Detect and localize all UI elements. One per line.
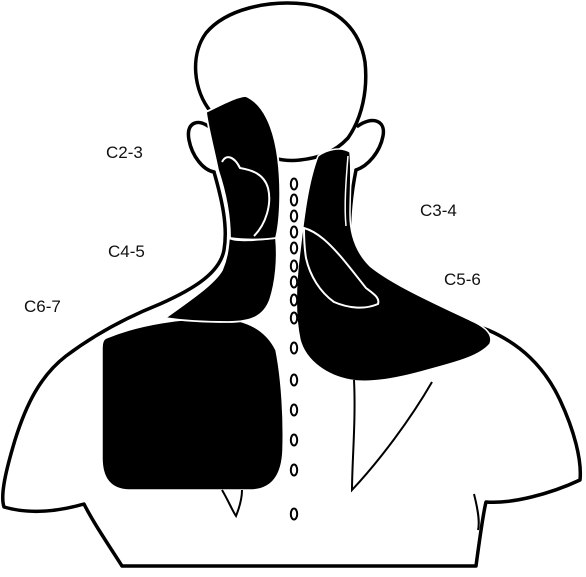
spinous-process: [291, 295, 297, 306]
spinous-process: [291, 227, 297, 238]
spine-column: [291, 179, 297, 520]
label-c3-4: C3-4: [420, 202, 457, 219]
label-c2-3: C2-3: [106, 144, 143, 161]
c6-7-region: [102, 318, 283, 490]
label-c5-6: C5-6: [444, 271, 481, 288]
label-c4-5: C4-5: [108, 243, 145, 260]
c4-5-region: [165, 238, 277, 322]
spinous-process: [291, 195, 297, 206]
spinous-process: [291, 509, 297, 520]
spinous-process: [291, 343, 297, 354]
spinous-process: [291, 405, 297, 416]
spinous-process: [291, 277, 297, 288]
spinous-process: [291, 435, 297, 446]
spinous-process: [291, 465, 297, 476]
label-c6-7: C6-7: [24, 298, 61, 315]
spinous-process: [291, 211, 297, 222]
spinous-process: [291, 243, 297, 254]
spinous-process: [291, 179, 297, 190]
right-ear: [356, 121, 383, 170]
spinous-process: [291, 313, 297, 324]
spinous-process: [291, 261, 297, 272]
spinous-process: [291, 375, 297, 386]
